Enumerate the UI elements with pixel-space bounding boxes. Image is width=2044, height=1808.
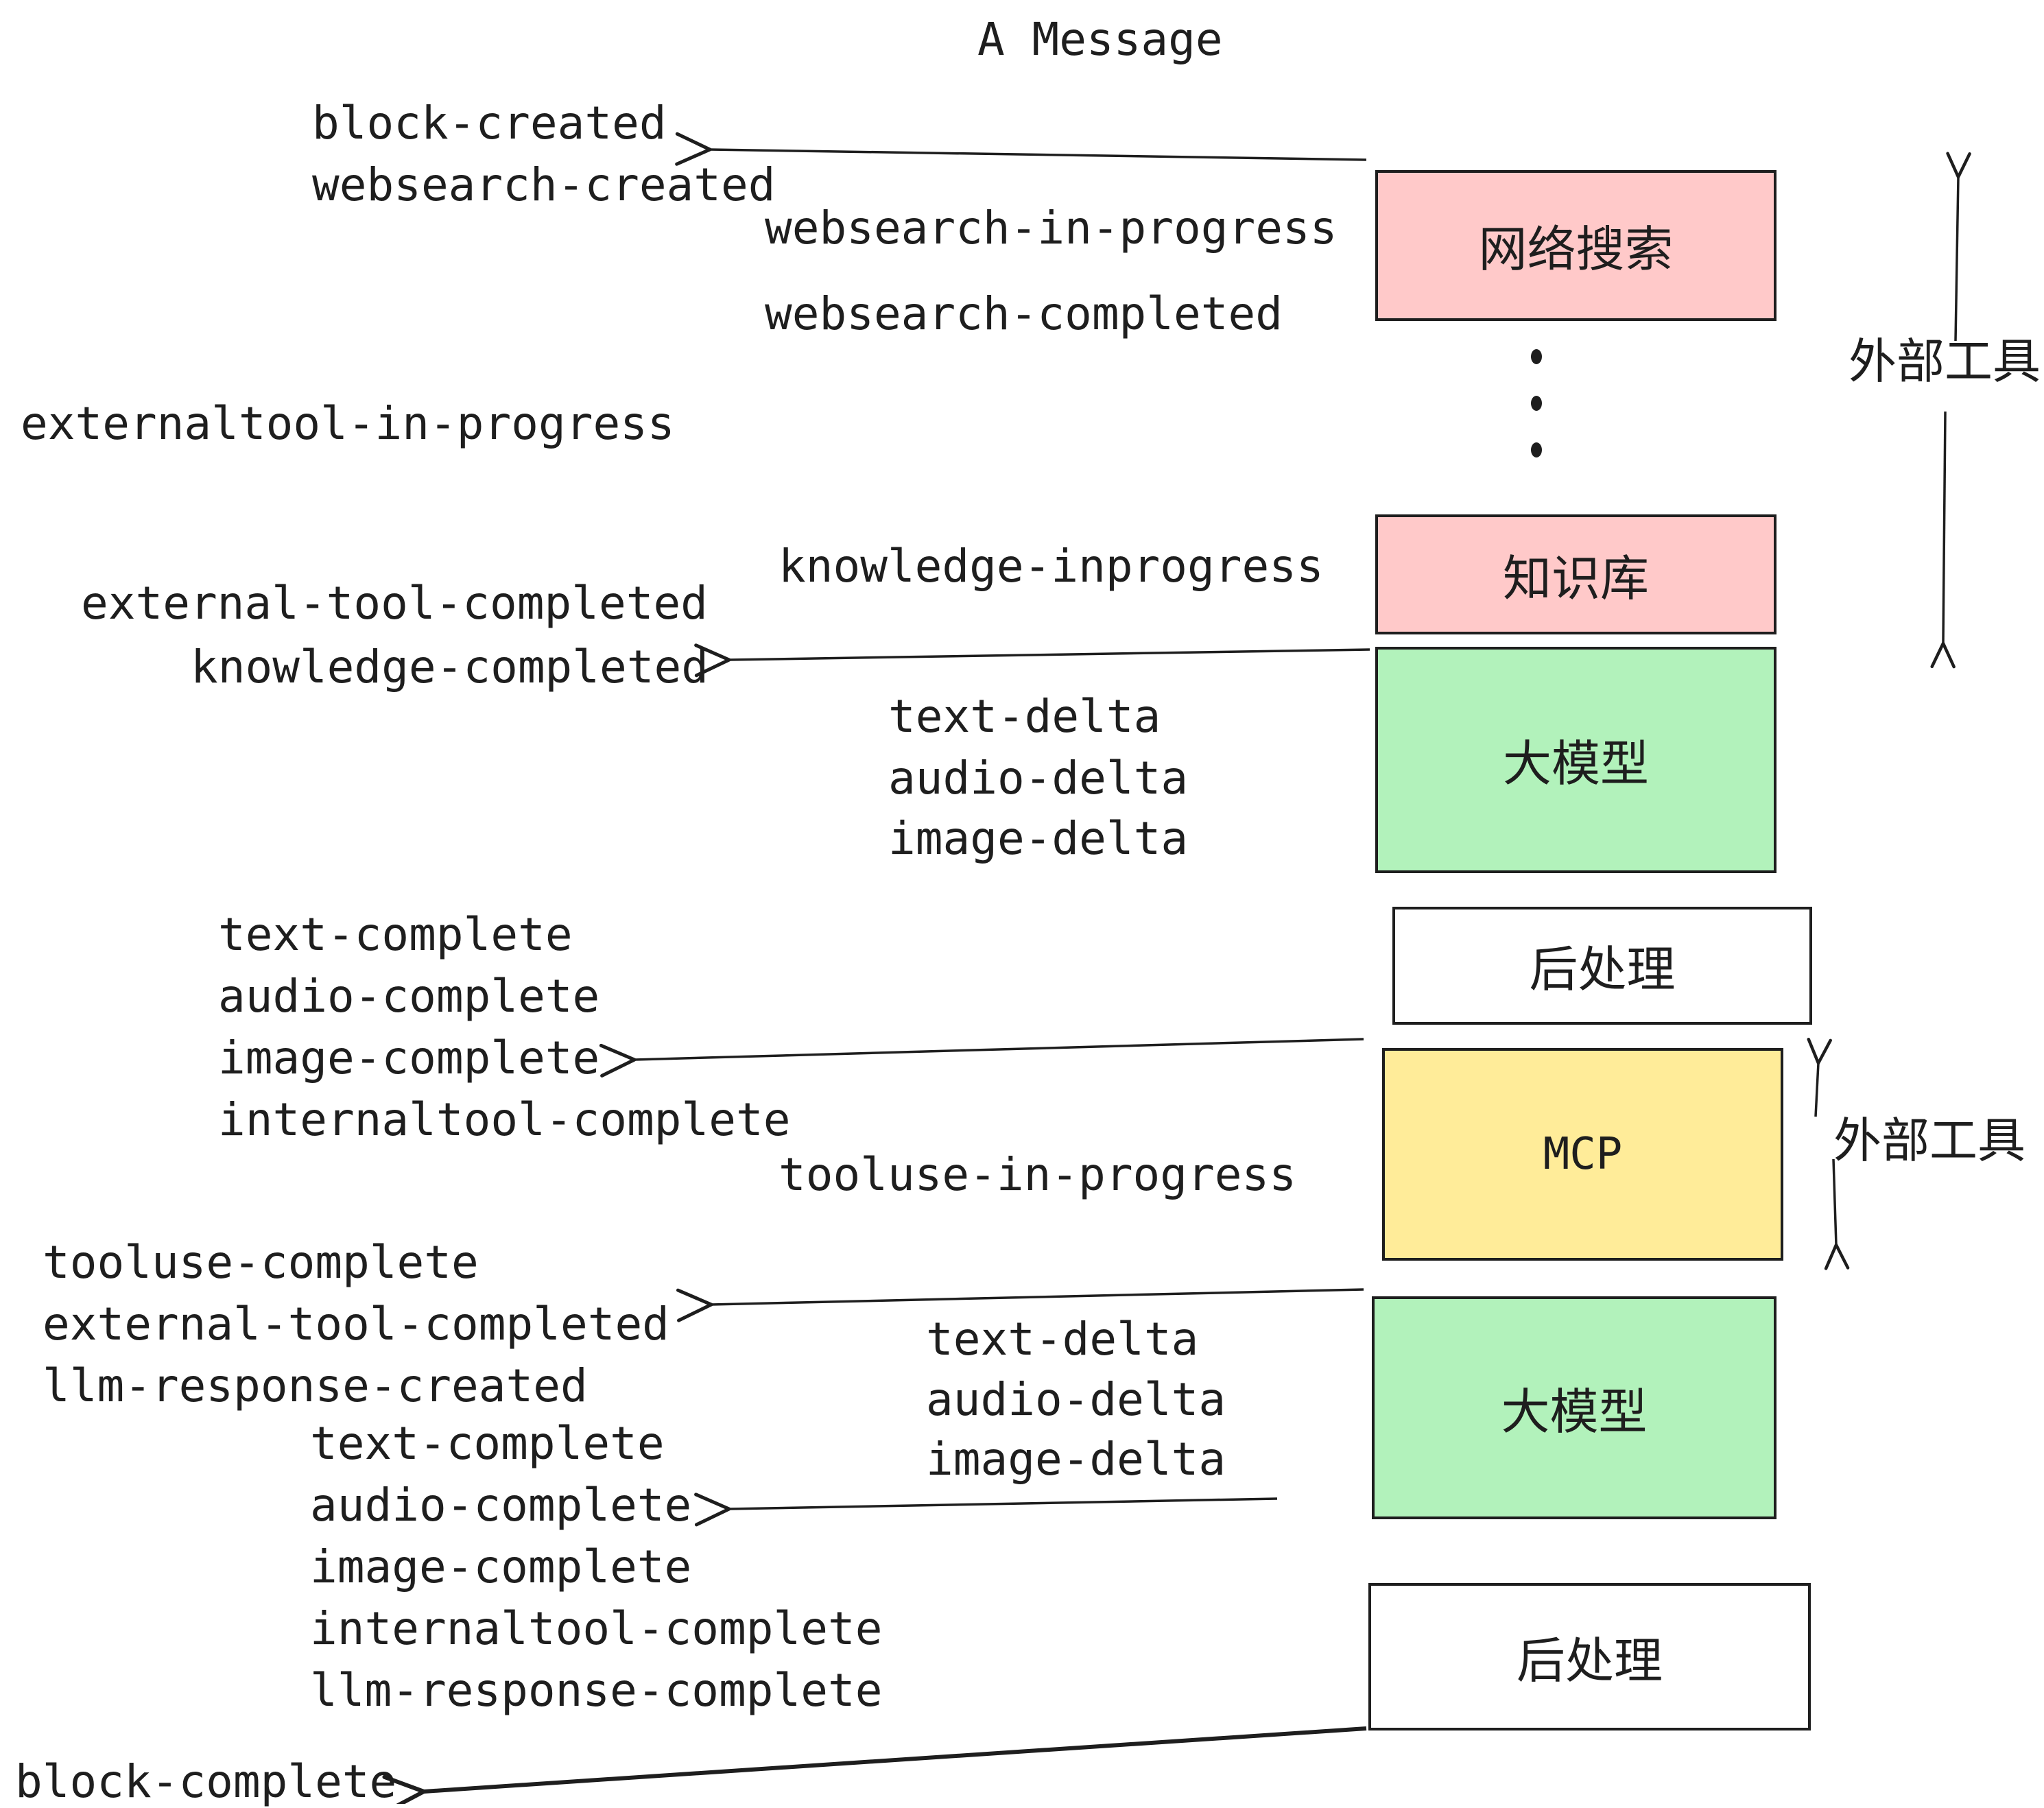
arrow-external-tools-down — [1930, 411, 1956, 669]
box-mcp-label: MCP — [1543, 1129, 1623, 1180]
event-label-internaltool-complete: internaltool-complete — [218, 1093, 791, 1146]
arrow-tooluse-complete — [676, 1288, 1364, 1322]
event-label-websearch-created: websearch-created — [312, 158, 776, 211]
box-mcp: MCP — [1382, 1048, 1783, 1261]
box-llm-label: 大模型 — [1502, 737, 1649, 792]
event-label-websearch-completed: websearch-completed — [765, 287, 1283, 340]
event-label-knowledge-inprogress: knowledge-inprogress — [779, 540, 1324, 593]
diagram-title: A Message — [977, 13, 1223, 66]
box-llm-2-label: 大模型 — [1501, 1385, 1648, 1440]
event-label-llm-response-complete: llm-response-complete — [310, 1664, 883, 1717]
event-label-text-complete: text-complete — [218, 908, 573, 961]
event-label-image-delta-2: image-delta — [926, 1433, 1226, 1486]
event-label-knowledge-completed: knowledge-completed — [191, 641, 709, 693]
event-label-llm-response-created: llm-response-created — [43, 1359, 588, 1412]
event-label-audio-delta-2: audio-delta — [926, 1373, 1226, 1426]
box-websearch-label: 网络搜索 — [1478, 223, 1674, 277]
event-label-tooluse-in-progress: tooluse-in-progress — [779, 1148, 1296, 1201]
arrow-image-complete — [599, 1038, 1364, 1078]
event-label-image-complete-2: image-complete — [310, 1541, 692, 1593]
arrow-mcp-external-up — [1807, 1037, 1832, 1117]
external-tools-annotation-top: 外部工具 — [1849, 335, 2041, 388]
event-label-audio-complete-2: audio-complete — [310, 1479, 692, 1532]
external-tools-annotation-mid: 外部工具 — [1833, 1114, 2025, 1167]
event-label-external-tool-completed: external-tool-completed — [81, 577, 708, 630]
event-label-text-delta: text-delta — [888, 690, 1161, 743]
box-postprocess-label: 后处理 — [1529, 943, 1676, 997]
event-label-text-delta-2: text-delta — [926, 1313, 1199, 1366]
event-label-websearch-in-progress: websearch-in-progress — [765, 202, 1338, 254]
box-knowledge-base: 知识库 — [1375, 514, 1776, 634]
arrow-audio-complete — [694, 1492, 1278, 1527]
event-label-image-delta: image-delta — [888, 812, 1189, 865]
event-label-externaltool-in-progress: externaltool-in-progress — [21, 397, 675, 450]
arrow-block-complete — [382, 1726, 1367, 1804]
event-label-tooluse-complete: tooluse-complete — [43, 1236, 479, 1289]
box-websearch: 网络搜索 — [1375, 170, 1776, 321]
box-knowledge-base-label: 知识库 — [1502, 551, 1649, 606]
box-llm-2: 大模型 — [1372, 1296, 1776, 1519]
arrow-mcp-external-down — [1824, 1158, 1850, 1270]
box-llm: 大模型 — [1375, 647, 1776, 873]
box-postprocess-2-label: 后处理 — [1516, 1634, 1663, 1689]
box-postprocess: 后处理 — [1392, 907, 1812, 1025]
arrow-block-created — [675, 132, 1367, 166]
event-label-audio-delta: audio-delta — [888, 752, 1189, 805]
vertical-ellipsis-icon — [1531, 349, 1542, 457]
event-label-image-complete: image-complete — [218, 1032, 600, 1084]
event-label-audio-complete: audio-complete — [218, 970, 600, 1023]
arrow-external-tools-up — [1946, 152, 1971, 342]
event-label-external-tool-completed-2: external-tool-completed — [43, 1298, 669, 1351]
box-postprocess-2: 后处理 — [1368, 1583, 1811, 1730]
event-label-block-created: block-created — [312, 97, 667, 150]
event-label-internaltool-complete-2: internaltool-complete — [310, 1602, 883, 1655]
arrow-knowledge-completed — [694, 643, 1370, 678]
event-label-text-complete-2: text-complete — [310, 1417, 665, 1470]
event-label-block-complete: block-complete — [15, 1755, 397, 1808]
